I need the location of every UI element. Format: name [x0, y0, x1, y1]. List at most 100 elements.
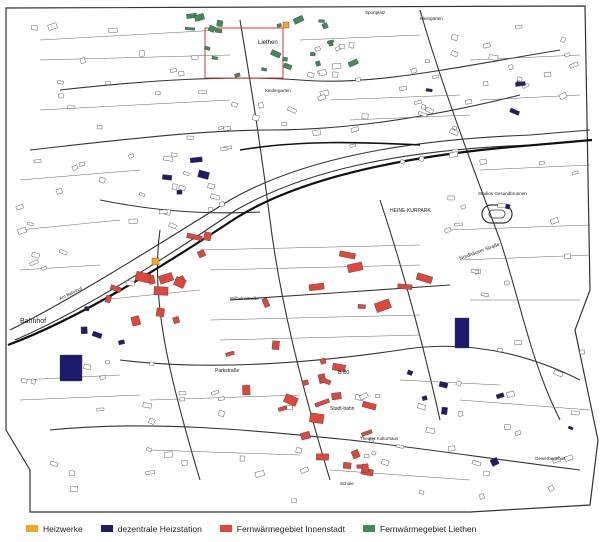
- innenstadt-building: [308, 282, 325, 292]
- innenstadt-building: [186, 232, 203, 242]
- residential-building: [286, 106, 298, 114]
- residential-building: [69, 470, 76, 477]
- innenstadt-building: [301, 379, 310, 387]
- liethen-building: [310, 52, 316, 57]
- residential-building: [105, 81, 111, 86]
- residential-building: [443, 226, 452, 234]
- innenstadt-building: [338, 250, 356, 260]
- innenstadt-building: [196, 249, 207, 259]
- legend-item-innenstadt: Fernwärmegebiet Innenstadt: [219, 524, 345, 534]
- liethen-building: [292, 14, 305, 25]
- residential-building: [67, 105, 76, 109]
- residential-building: [457, 410, 464, 417]
- liethen-building: [203, 45, 211, 51]
- residential-building: [450, 50, 459, 58]
- liethen-building: [276, 23, 282, 28]
- residential-building: [451, 125, 458, 131]
- residential-building: [295, 447, 303, 454]
- dezentrale-heizstation-buildings: [59, 80, 574, 467]
- label-stadtbahn: Stadt-bahn: [330, 406, 355, 412]
- residential-building: [281, 121, 288, 126]
- residential-building: [55, 187, 63, 195]
- residential-building: [460, 204, 467, 210]
- label-theater: Theater Kulturhaus: [360, 436, 399, 441]
- dezentral-building: [421, 395, 428, 402]
- dezentral-building: [425, 88, 433, 93]
- dezentral-swatch: [100, 525, 113, 532]
- dezentral-building: [438, 381, 449, 389]
- label-stadion: Stadion Gesundbrunnen: [478, 191, 527, 196]
- map-boundary: [5, 5, 599, 513]
- residential-building: [514, 430, 522, 436]
- residential-building: [155, 91, 161, 96]
- innenstadt-building: [360, 429, 373, 437]
- residential-building: [20, 377, 28, 384]
- residential-building: [507, 64, 514, 71]
- innenstadt-building: [172, 316, 181, 325]
- innenstadt-swatch: [219, 525, 232, 532]
- stadium: [481, 204, 513, 224]
- residential-building: [418, 156, 425, 162]
- residential-building: [96, 124, 103, 130]
- innenstadt-building: [130, 315, 142, 327]
- label-bahnhof: Bahnhof: [20, 318, 46, 325]
- residential-building: [560, 36, 567, 44]
- innenstadt-building: [357, 304, 366, 310]
- liethen-district-outline: [204, 27, 284, 79]
- dezentral-building: [515, 80, 523, 86]
- residential-building: [57, 79, 64, 85]
- map-legend: Heizwerke dezentrale Heizstation Fernwär…: [0, 515, 600, 542]
- residential-building: [128, 218, 138, 224]
- innenstadt-building: [203, 231, 213, 242]
- residential-building: [78, 161, 86, 167]
- residential-building: [33, 159, 42, 164]
- residential-building: [449, 128, 459, 136]
- residential-building: [348, 42, 355, 49]
- residential-building: [570, 410, 580, 416]
- residential-building: [413, 100, 422, 105]
- residential-building: [171, 183, 178, 190]
- liethen-building: [193, 13, 205, 22]
- residential-building: [447, 195, 455, 201]
- liethen-building: [261, 67, 268, 72]
- liethen-building: [315, 60, 322, 67]
- innenstadt-building: [361, 463, 370, 473]
- minor-streets: [19, 29, 591, 481]
- innenstadt-building: [314, 398, 331, 408]
- label-schule: Schule: [340, 481, 354, 486]
- heizwerk-building: [282, 21, 290, 29]
- dezentral-building: [176, 189, 183, 195]
- innenstadt-building: [153, 286, 169, 296]
- residential-building: [514, 340, 522, 346]
- innenstadt-building: [283, 393, 299, 407]
- residential-building: [314, 46, 322, 52]
- innenstadt-building: [373, 298, 392, 313]
- residential-building: [355, 77, 361, 82]
- residential-building: [125, 280, 135, 287]
- liethen-building: [347, 58, 359, 68]
- residential-building: [108, 27, 118, 34]
- residential-building: [549, 217, 560, 225]
- residential-building: [138, 191, 146, 197]
- residential-building: [482, 42, 491, 49]
- residential-building: [218, 201, 226, 208]
- residential-building: [58, 93, 64, 99]
- label-parkstrasse: Parkstraße: [215, 368, 240, 374]
- label-gewerbegebiet: Gewerbegebiet: [535, 456, 566, 461]
- residential-building: [145, 446, 153, 453]
- residential-building: [198, 90, 207, 94]
- residential-building: [374, 394, 381, 398]
- residential-building: [447, 445, 456, 452]
- innenstadt-building: [271, 340, 280, 350]
- residential-building: [291, 498, 297, 504]
- residential-building: [455, 380, 462, 387]
- dezentral-building: [161, 174, 173, 181]
- residential-building: [142, 402, 152, 409]
- residential-building: [96, 407, 105, 412]
- residential-building: [83, 363, 92, 370]
- residential-building: [569, 61, 579, 69]
- dezentral-building: [84, 306, 90, 312]
- residential-building: [420, 104, 427, 110]
- residential-building: [300, 466, 310, 474]
- dezentral-building: [504, 203, 511, 210]
